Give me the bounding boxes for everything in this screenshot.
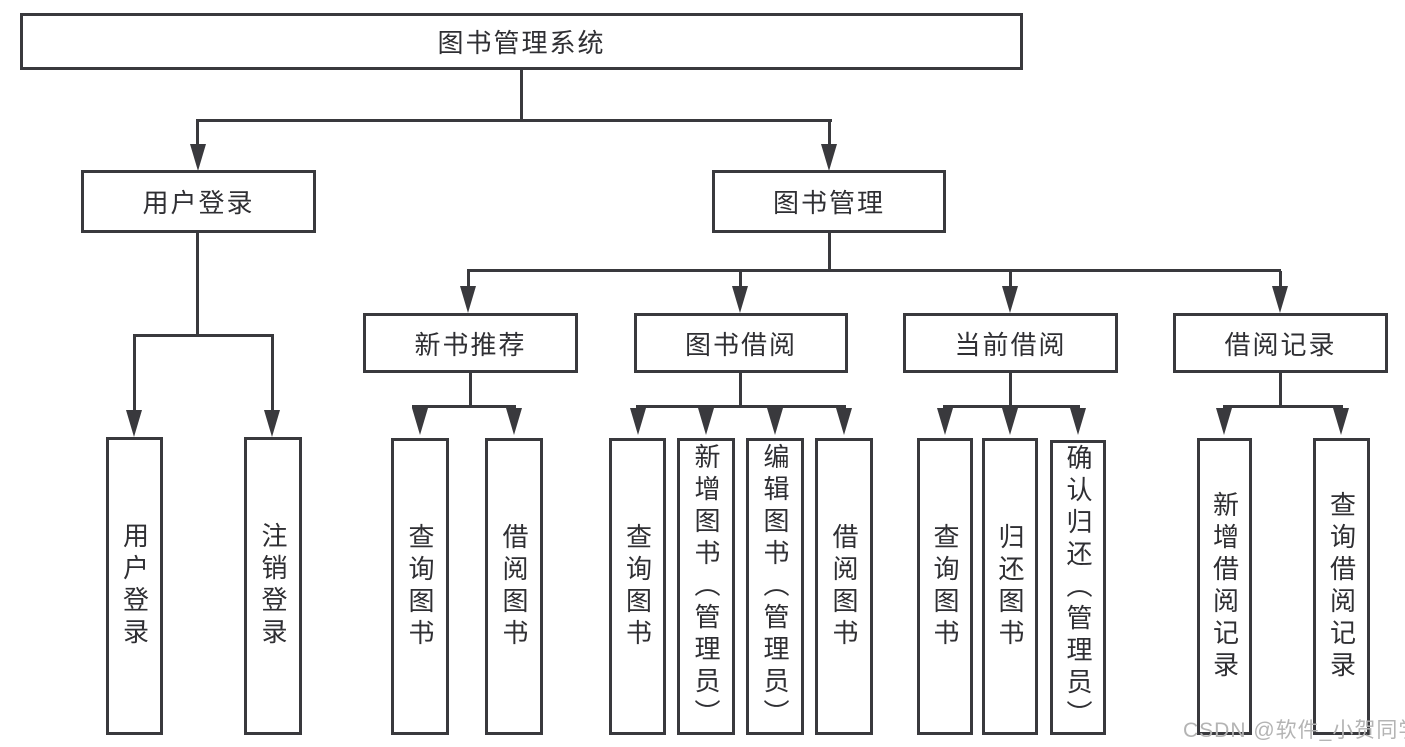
arrow-down-icon xyxy=(732,286,748,313)
arrow-down-icon xyxy=(1002,286,1018,313)
node-label: 注销登录 xyxy=(258,522,288,650)
node-label: 当前借阅 xyxy=(954,329,1067,360)
connector-line xyxy=(1279,271,1282,287)
connector-line xyxy=(828,121,831,146)
node-book-borrowing: 图书借阅 xyxy=(634,313,848,373)
connector-line xyxy=(271,336,274,410)
leaf-add-borrow-record: 新增借阅记录 xyxy=(1197,438,1252,735)
arrow-down-icon xyxy=(1272,286,1288,313)
connector-line xyxy=(739,373,742,407)
node-label: 图书管理 xyxy=(772,188,885,218)
connector-line xyxy=(133,334,274,337)
connector-line xyxy=(739,271,742,287)
node-label: 查询借阅记录 xyxy=(1326,490,1357,683)
leaf-add-books-admin: 新增图书（管理员） xyxy=(677,438,735,735)
node-label: 编辑图书（管理员） xyxy=(760,442,790,731)
connector-line xyxy=(520,69,523,121)
connector-line xyxy=(196,233,199,337)
arrow-down-icon xyxy=(1333,408,1349,435)
node-borrow-records: 借阅记录 xyxy=(1173,313,1388,373)
connector-line xyxy=(1279,373,1282,407)
arrow-down-icon xyxy=(937,408,953,435)
connector-line xyxy=(412,405,516,408)
node-label: 查询图书 xyxy=(622,522,653,651)
arrow-down-icon xyxy=(1216,408,1232,435)
node-label: 新书推荐 xyxy=(414,329,527,360)
node-label: 查询图书 xyxy=(405,522,435,651)
arrow-down-icon xyxy=(1002,408,1018,435)
node-user-login: 用户登录 xyxy=(81,170,316,233)
arrow-down-icon xyxy=(630,408,646,435)
arrow-down-icon xyxy=(126,410,142,437)
node-label: 查询图书 xyxy=(930,522,960,651)
leaf-confirm-return-admin: 确认归还（管理员） xyxy=(1050,440,1106,735)
leaf-borrow-books: 借阅图书 xyxy=(815,438,873,735)
connector-line xyxy=(636,405,846,408)
arrow-down-icon xyxy=(506,408,522,435)
leaf-user-login: 用户登录 xyxy=(106,437,163,735)
arrow-down-icon xyxy=(190,144,206,171)
leaf-edit-books-admin: 编辑图书（管理员） xyxy=(746,438,804,735)
leaf-return-books: 归还图书 xyxy=(982,438,1038,735)
node-label: 确认归还（管理员） xyxy=(1063,443,1093,732)
leaf-query-books: 查询图书 xyxy=(917,438,973,735)
connector-line xyxy=(943,405,1080,408)
node-library-system: 图书管理系统 xyxy=(20,13,1023,70)
node-new-book-recommend: 新书推荐 xyxy=(363,313,578,373)
node-label: 图书管理系统 xyxy=(437,28,606,58)
node-book-management: 图书管理 xyxy=(712,170,946,233)
arrow-down-icon xyxy=(698,408,714,435)
node-label: 借阅记录 xyxy=(1224,329,1337,360)
node-label: 新增图书（管理员） xyxy=(691,442,721,731)
arrow-down-icon xyxy=(264,410,280,437)
leaf-query-books: 查询图书 xyxy=(391,438,449,735)
connector-line xyxy=(196,119,832,122)
leaf-query-borrow-record: 查询借阅记录 xyxy=(1313,438,1370,735)
connector-line xyxy=(1009,271,1012,287)
connector-line xyxy=(196,121,199,146)
connector-line xyxy=(1223,405,1343,408)
node-label: 图书借阅 xyxy=(684,329,797,360)
node-label: 借阅图书 xyxy=(829,522,859,651)
leaf-borrow-books: 借阅图书 xyxy=(485,438,543,735)
node-label: 用户登录 xyxy=(119,522,150,650)
node-label: 归还图书 xyxy=(995,522,1025,651)
node-current-borrowing: 当前借阅 xyxy=(903,313,1118,373)
node-label: 借阅图书 xyxy=(499,522,529,651)
connector-line xyxy=(828,233,831,272)
arrow-down-icon xyxy=(767,408,783,435)
arrow-down-icon xyxy=(821,144,837,171)
watermark: CSDN @软件_小贺同学 xyxy=(1183,719,1405,742)
connector-line xyxy=(1009,373,1012,407)
arrow-down-icon xyxy=(1070,408,1086,435)
arrow-down-icon xyxy=(460,286,476,313)
node-label: 新增借阅记录 xyxy=(1209,490,1240,683)
connector-line xyxy=(467,269,1281,272)
node-label: 用户登录 xyxy=(142,188,255,218)
leaf-query-books: 查询图书 xyxy=(609,438,666,735)
arrow-down-icon xyxy=(412,408,428,435)
arrow-down-icon xyxy=(836,408,852,435)
connector-line xyxy=(469,373,472,407)
connector-line xyxy=(467,271,470,287)
leaf-logout: 注销登录 xyxy=(244,437,302,735)
connector-line xyxy=(133,336,136,410)
